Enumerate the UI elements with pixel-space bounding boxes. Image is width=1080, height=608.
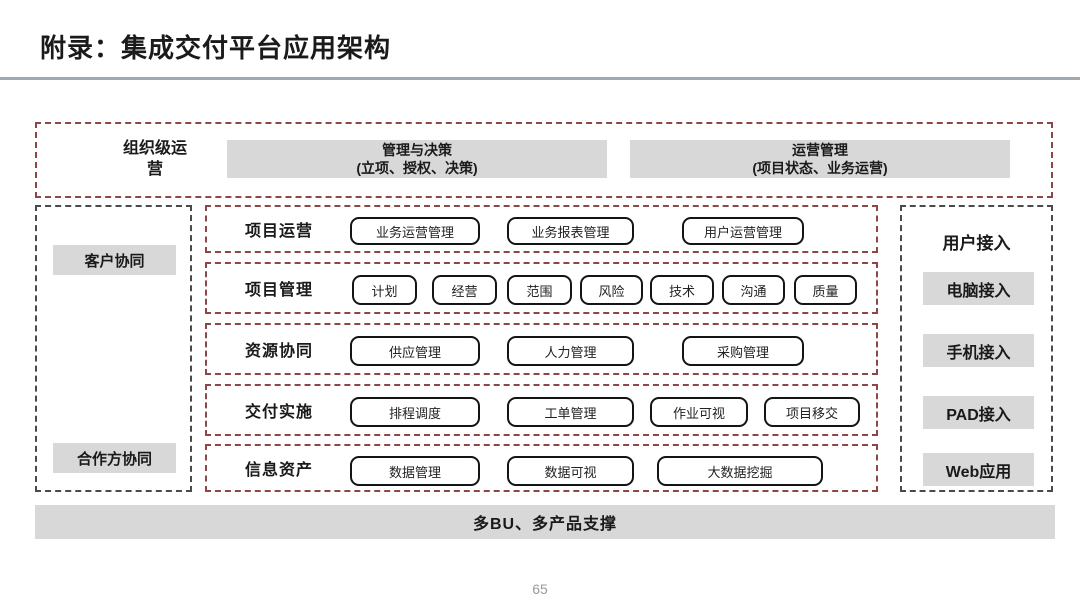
top-band-organization-operations: 组织级运营 管理与决策 (立项、授权、决策) 运营管理 (项目状态、业务运营)	[35, 122, 1053, 198]
module-button[interactable]: 技术	[650, 275, 714, 305]
module-button[interactable]: 作业可视	[650, 397, 748, 427]
web-app-box: Web应用	[923, 453, 1034, 486]
partner-collaboration-box: 合作方协同	[53, 443, 176, 473]
module-button[interactable]: 范围	[507, 275, 572, 305]
operation-management-subtitle: (项目状态、业务运营)	[752, 160, 888, 176]
row-information-assets: 信息资产 数据管理 数据可视 大数据挖掘	[205, 444, 878, 492]
title-divider	[0, 77, 1080, 80]
operation-management-title: 运营管理	[792, 142, 848, 158]
user-access-header: 用户接入	[942, 234, 1011, 253]
pc-access-box: 电脑接入	[923, 272, 1034, 305]
row-label: 项目运营	[245, 223, 314, 240]
module-button[interactable]: 供应管理	[350, 336, 480, 366]
mobile-access-box: 手机接入	[923, 334, 1034, 367]
org-operations-label: 组织级运营	[122, 140, 187, 178]
module-button[interactable]: 数据可视	[507, 456, 634, 486]
row-label: 信息资产	[245, 462, 314, 479]
management-decision-title: 管理与决策	[382, 142, 452, 158]
row-project-management: 项目管理 计划 经营 范围 风险 技术 沟通 质量	[205, 262, 878, 314]
pad-access-box: PAD接入	[923, 396, 1034, 429]
module-button[interactable]: 沟通	[722, 275, 785, 305]
right-column-user-access: 用户接入 电脑接入 手机接入 PAD接入 Web应用	[900, 205, 1053, 492]
customer-collaboration-box: 客户协同	[53, 245, 176, 275]
row-label: 交付实施	[245, 404, 314, 421]
module-button[interactable]: 大数据挖掘	[657, 456, 823, 486]
module-button[interactable]: 用户运营管理	[682, 217, 804, 245]
page-title: 附录：集成交付平台应用架构	[40, 33, 392, 63]
module-button[interactable]: 数据管理	[350, 456, 480, 486]
row-resource-collaboration: 资源协同 供应管理 人力管理 采购管理	[205, 323, 878, 375]
module-button[interactable]: 业务运营管理	[350, 217, 480, 245]
operation-management-box: 运营管理 (项目状态、业务运营)	[630, 140, 1010, 178]
left-column-collaboration: 客户协同 合作方协同	[35, 205, 192, 492]
row-delivery-implementation: 交付实施 排程调度 工单管理 作业可视 项目移交	[205, 384, 878, 436]
management-decision-subtitle: (立项、授权、决策)	[356, 160, 478, 176]
module-button[interactable]: 人力管理	[507, 336, 634, 366]
row-label: 资源协同	[245, 343, 314, 360]
page-number: 65	[532, 581, 548, 597]
row-label: 项目管理	[245, 282, 314, 299]
module-button[interactable]: 排程调度	[350, 397, 480, 427]
module-button[interactable]: 计划	[352, 275, 417, 305]
management-decision-box: 管理与决策 (立项、授权、决策)	[227, 140, 607, 178]
module-button[interactable]: 风险	[580, 275, 643, 305]
multi-bu-support-bar: 多BU、多产品支撑	[35, 505, 1055, 539]
row-project-operations: 项目运营 业务运营管理 业务报表管理 用户运营管理	[205, 205, 878, 253]
module-button[interactable]: 采购管理	[682, 336, 804, 366]
module-button[interactable]: 项目移交	[764, 397, 860, 427]
module-button[interactable]: 业务报表管理	[507, 217, 634, 245]
module-button[interactable]: 经营	[432, 275, 497, 305]
module-button[interactable]: 质量	[794, 275, 857, 305]
module-button[interactable]: 工单管理	[507, 397, 634, 427]
